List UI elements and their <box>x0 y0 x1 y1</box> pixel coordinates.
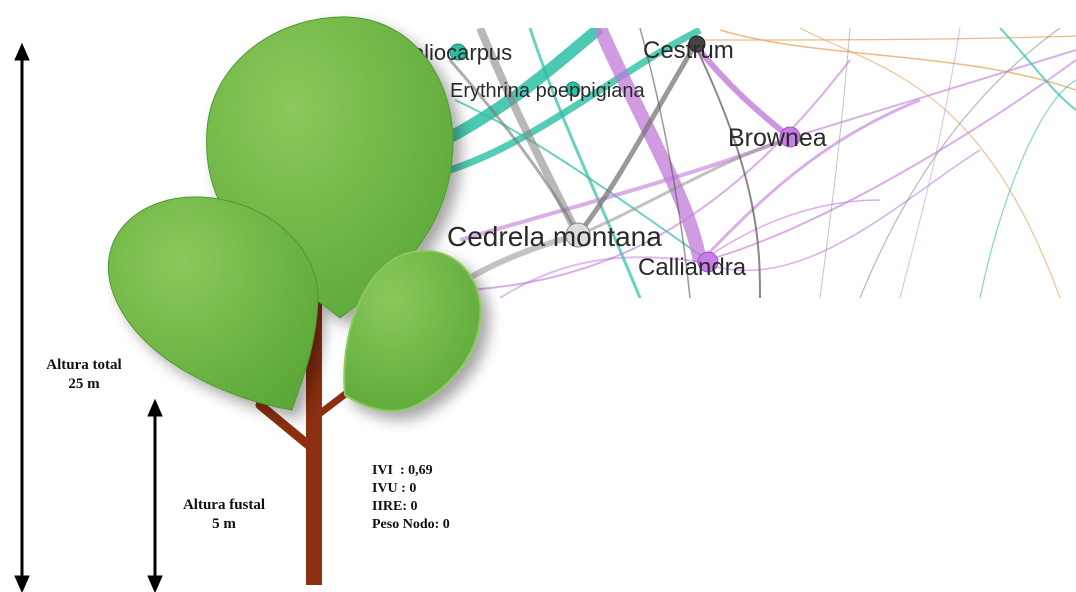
label-brownea: Brownea <box>728 124 827 152</box>
label-calliandra: Calliandra <box>638 254 747 281</box>
label-cestrum: Cestrum <box>643 37 734 64</box>
total-height-label: Altura total 25 m <box>34 356 134 394</box>
stat-peso-nodo: Peso Nodo: 0 <box>372 516 450 534</box>
total-height-value: 25 m <box>34 375 134 394</box>
stat-iire: IIRE: 0 <box>372 498 450 516</box>
fustal-height-label: Altura fustal 5 m <box>160 496 288 534</box>
tree-branch-left <box>260 405 312 448</box>
fustal-height-title: Altura fustal <box>160 496 288 515</box>
edge <box>980 80 1076 298</box>
label-erythrina: Erythrina poeppigiana <box>450 80 645 102</box>
edge <box>790 50 1076 138</box>
edge <box>700 150 980 270</box>
total-height-title: Altura total <box>34 356 134 375</box>
stat-ivu: IVU : 0 <box>372 480 450 498</box>
fustal-height-value: 5 m <box>160 515 288 534</box>
stat-ivi: IVI : 0,69 <box>372 462 450 480</box>
edge <box>700 200 880 262</box>
label-cedrela: Cedrela montana <box>447 221 662 252</box>
network-edges <box>445 28 1076 298</box>
species-stats: IVI : 0,69 IVU : 0 IIRE: 0 Peso Nodo: 0 <box>372 462 450 534</box>
edge <box>700 36 1076 40</box>
total-height-arrow <box>15 44 29 592</box>
edge <box>900 28 960 298</box>
edge <box>820 28 850 298</box>
